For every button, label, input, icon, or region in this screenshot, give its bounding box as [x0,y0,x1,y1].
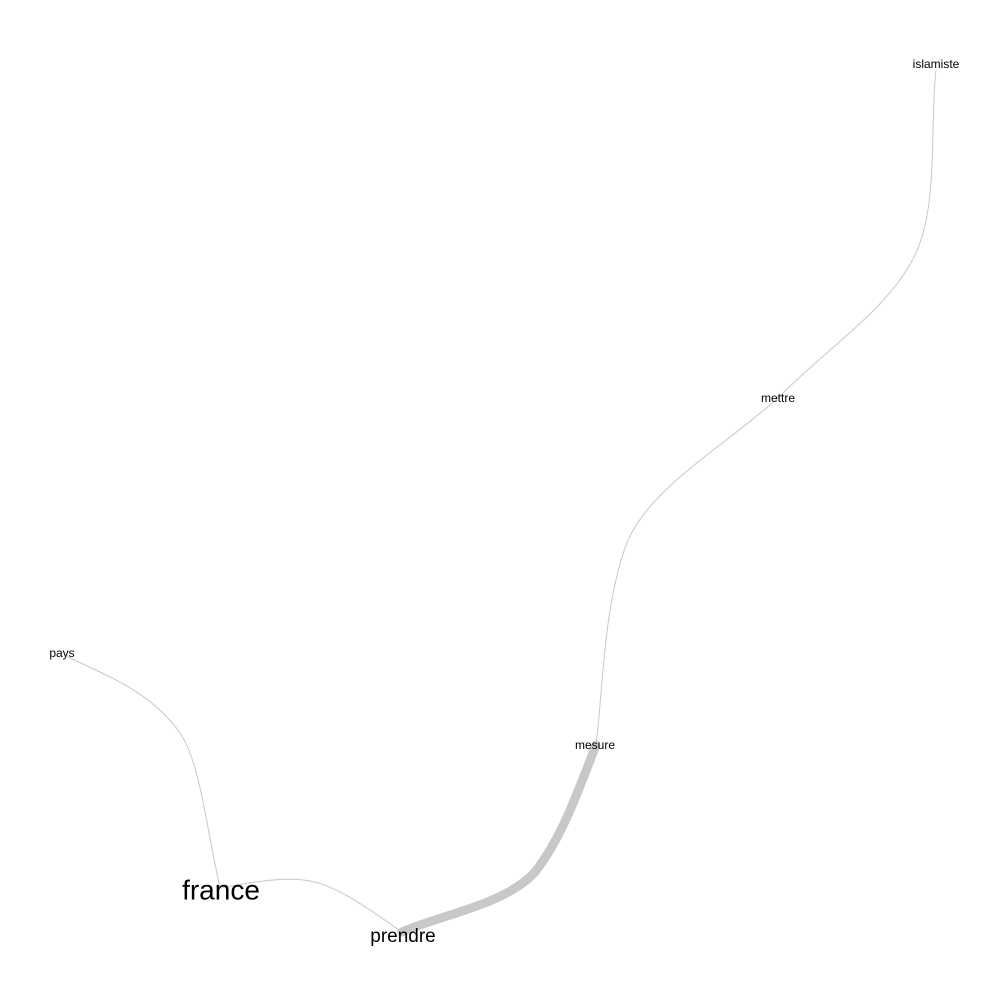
edge-prendre-france [219,878,403,933]
edge-mettre-mesure [595,397,779,746]
labels-layer: islamiste mettre mesure prendre france pays [49,57,959,947]
edge-france-pays [67,656,221,889]
node-label-mettre: mettre [761,391,795,405]
node-label-islamiste: islamiste [913,57,960,71]
node-label-pays: pays [49,646,74,660]
edge-islamiste-mettre [777,69,937,399]
node-label-prendre: prendre [370,926,436,947]
node-label-mesure: mesure [575,738,615,752]
edges-layer [67,69,937,937]
node-label-france: france [182,874,260,905]
edge-mesure-prendre [397,740,601,937]
